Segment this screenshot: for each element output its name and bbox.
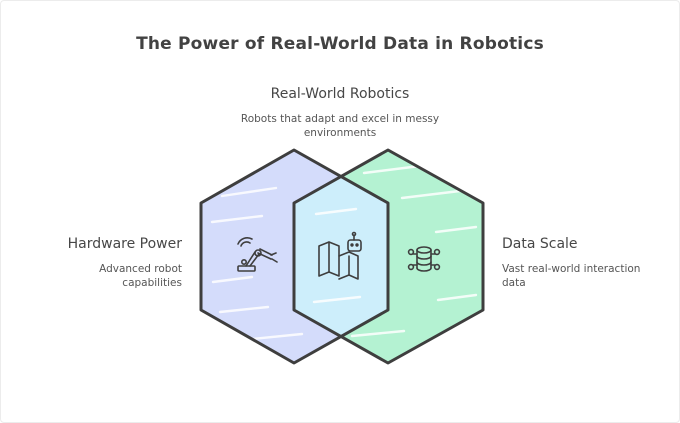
top-description: Robots that adapt and excel in messy env… [240, 113, 440, 139]
top-heading: Real-World Robotics [270, 86, 410, 102]
robot-and-map-icon [318, 231, 362, 280]
robotic-arm-icon [237, 237, 278, 272]
left-description: Advanced robot capabilities [99, 263, 182, 289]
right-heading: Data Scale [502, 236, 578, 252]
fill-texture [210, 164, 478, 341]
overlap-region [294, 150, 388, 363]
right-description: Vast real-world interaction data [502, 263, 641, 289]
hardware-power-outline [199, 148, 390, 365]
page-title: The Power of Real-World Data in Robotics [136, 34, 544, 54]
database-network-icon [407, 246, 441, 272]
data-scale-outline [292, 148, 485, 365]
left-heading: Hardware Power [67, 236, 182, 252]
